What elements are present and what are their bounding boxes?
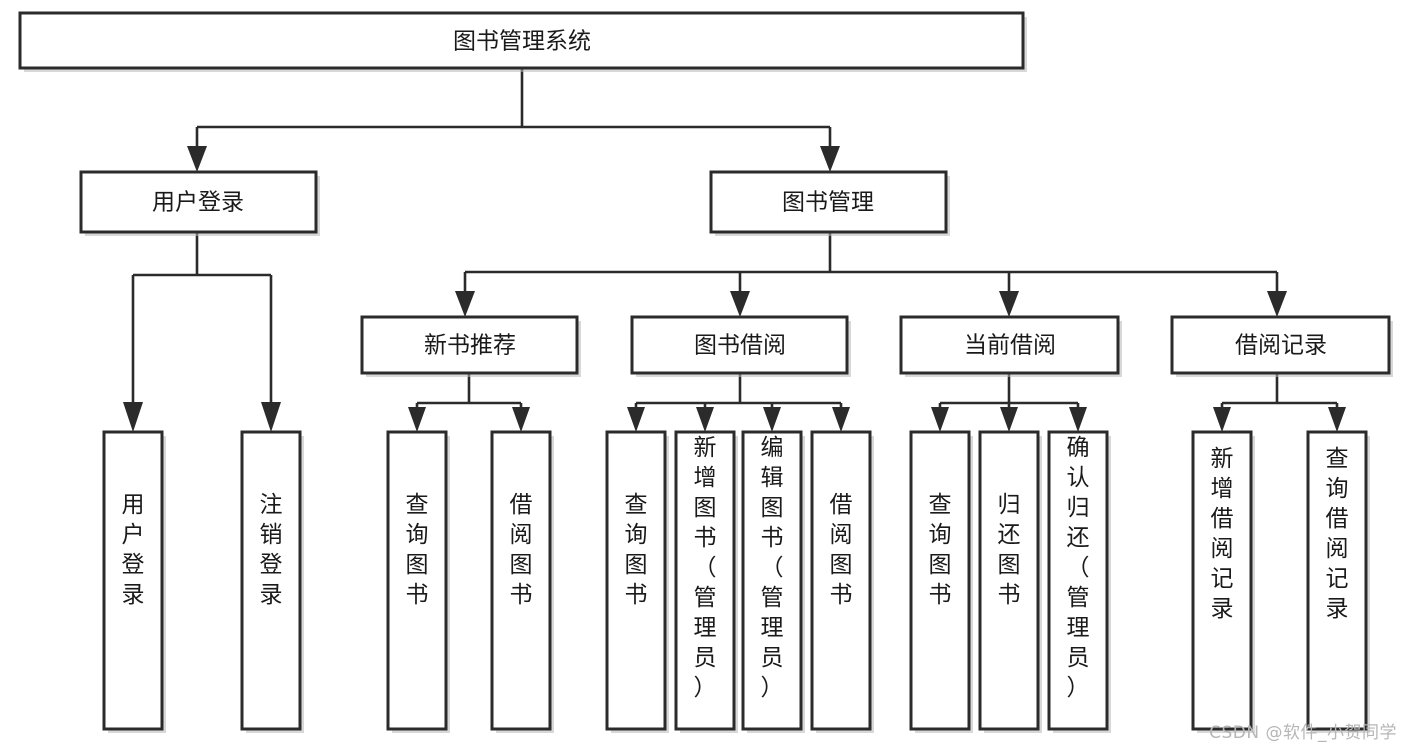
- node-book-manage-box[interactable]: [709, 170, 948, 234]
- arrow-book-borrow-leaf-4: [832, 407, 850, 432]
- arrow-user-login-leaf-2: [261, 402, 281, 432]
- node-borrow-record[interactable]: 借阅记录: [1170, 315, 1393, 377]
- arrow-root-to-user-login: [187, 146, 207, 172]
- leaf-query-record-label: 查询借阅记录: [1326, 446, 1349, 622]
- leaf-query-book-3-label: 查询图书: [929, 492, 952, 608]
- leaf-node[interactable]: 查询借阅记录: [1306, 430, 1370, 733]
- connector-layer: [123, 68, 1346, 432]
- leaf-borrow-book-2-box[interactable]: [810, 430, 872, 731]
- node-root-box[interactable]: [18, 11, 1025, 70]
- arrow-user-login-leaf-1: [123, 402, 143, 432]
- node-book-borrow-box[interactable]: [630, 315, 849, 375]
- leaf-query-record-box[interactable]: [1306, 430, 1368, 731]
- leaf-node[interactable]: 查询图书: [386, 430, 450, 733]
- arrow-new-book-leaf-2: [512, 407, 530, 432]
- node-book-manage[interactable]: 图书管理: [709, 170, 950, 236]
- leaf-query-book-1-box[interactable]: [386, 430, 448, 731]
- arrow-current-borrow-leaf-3: [1069, 407, 1087, 432]
- arrow-book-borrow-leaf-2: [696, 407, 714, 432]
- leaf-borrow-book-2-label: 借阅图书: [830, 492, 853, 608]
- leaf-query-book-3-box[interactable]: [909, 430, 971, 731]
- leaf-node[interactable]: 新增借阅记录: [1191, 430, 1255, 733]
- leaf-add-book-box[interactable]: [674, 430, 736, 731]
- node-user-login-box[interactable]: [79, 170, 318, 234]
- leaf-query-book-2-box[interactable]: [605, 430, 667, 731]
- leaf-borrow-book-1-label: 借阅图书: [510, 492, 533, 608]
- leaf-confirm-return-box[interactable]: [1047, 430, 1109, 731]
- arrow-current-borrow-leaf-2: [1000, 407, 1018, 432]
- node-root[interactable]: 图书管理系统: [18, 11, 1027, 72]
- arrow-to-current-borrow: [999, 291, 1019, 317]
- arrow-to-book-borrow: [730, 291, 750, 317]
- leaf-return-book-box[interactable]: [978, 430, 1040, 731]
- arrow-borrow-record-leaf-1: [1213, 407, 1231, 432]
- leaf-query-book-2-label: 查询图书: [625, 492, 648, 608]
- leaf-return-book-label: 归还图书: [998, 492, 1021, 608]
- leaf-user-logout-box[interactable]: [240, 430, 302, 731]
- arrow-book-borrow-leaf-1: [627, 407, 645, 432]
- leaf-query-book-1-label: 查询图书: [406, 492, 429, 608]
- leaf-confirm-return-label: 确认归还（管理员）: [1067, 435, 1090, 701]
- leaf-borrow-book-1-box[interactable]: [490, 430, 552, 731]
- leaf-node[interactable]: 注销登录: [240, 430, 304, 733]
- leaf-user-login-label: 用户登录: [122, 492, 145, 608]
- node-current-borrow[interactable]: 当前借阅: [899, 315, 1122, 377]
- node-root-label: 图书管理系统: [453, 29, 591, 55]
- leaf-node[interactable]: 借阅图书: [490, 430, 554, 733]
- leaf-node[interactable]: 新增图书（管理员）: [674, 430, 738, 733]
- arrow-borrow-record-leaf-2: [1328, 407, 1346, 432]
- leaf-add-record-label: 新增借阅记录: [1211, 446, 1234, 622]
- arrow-to-borrow-record: [1267, 291, 1287, 317]
- node-borrow-record-label: 借阅记录: [1235, 333, 1327, 359]
- node-current-borrow-label: 当前借阅: [964, 333, 1056, 359]
- node-book-manage-label: 图书管理: [782, 190, 874, 216]
- leaf-edit-book-label: 编辑图书（管理员）: [761, 435, 784, 701]
- leaf-user-logout-label: 注销登录: [260, 492, 283, 608]
- arrow-book-borrow-leaf-3: [763, 407, 781, 432]
- node-borrow-record-box[interactable]: [1170, 315, 1391, 375]
- leaf-node[interactable]: 归还图书: [978, 430, 1042, 733]
- node-user-login[interactable]: 用户登录: [79, 170, 320, 236]
- leaf-node[interactable]: 查询图书: [605, 430, 669, 733]
- leaf-edit-book-box[interactable]: [741, 430, 803, 731]
- arrow-new-book-leaf-1: [408, 407, 426, 432]
- leaf-node[interactable]: 查询图书: [909, 430, 973, 733]
- arrow-to-new-book-recommend: [455, 291, 475, 317]
- csdn-watermark: CSDN @软件_小贺同学: [1209, 723, 1397, 743]
- leaf-add-record-box[interactable]: [1191, 430, 1253, 731]
- arrow-current-borrow-leaf-1: [931, 407, 949, 432]
- node-book-borrow-label: 图书借阅: [694, 333, 786, 359]
- node-user-login-label: 用户登录: [152, 190, 244, 216]
- leaf-node[interactable]: 用户登录: [102, 430, 166, 733]
- leaf-node[interactable]: 编辑图书（管理员）: [741, 430, 805, 733]
- leaf-user-login-box[interactable]: [102, 430, 164, 731]
- leaf-add-book-label: 新增图书（管理员）: [694, 435, 717, 701]
- node-current-borrow-box[interactable]: [899, 315, 1120, 375]
- leaf-node[interactable]: 借阅图书: [810, 430, 874, 733]
- leaf-node[interactable]: 确认归还（管理员）: [1047, 430, 1111, 733]
- arrow-root-to-book-manage: [820, 146, 840, 172]
- node-new-book-recommend[interactable]: 新书推荐: [360, 315, 581, 377]
- node-new-book-recommend-label: 新书推荐: [424, 333, 516, 359]
- node-new-book-recommend-box[interactable]: [360, 315, 579, 375]
- node-book-borrow[interactable]: 图书借阅: [630, 315, 851, 377]
